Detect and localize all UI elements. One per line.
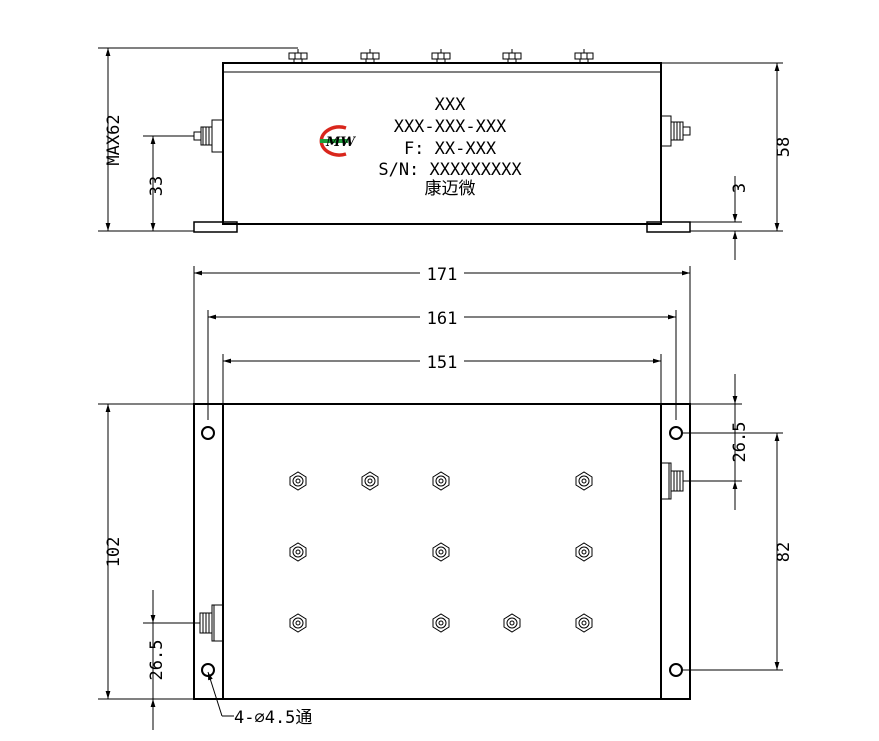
front-flange-left [193, 221, 238, 233]
front-connector-right [660, 115, 691, 147]
mount-hole [669, 663, 683, 677]
dim-overall-depth: 102 [98, 403, 194, 700]
front-connector-left [193, 119, 224, 153]
svg-text:82: 82 [774, 542, 794, 562]
dim-body-height: 58 [661, 62, 794, 232]
mount-hole [669, 426, 683, 440]
dim-hole-spacing: 161 [207, 306, 677, 420]
svg-text:58: 58 [774, 137, 794, 157]
dim-flange-thickness: 3 [690, 176, 750, 260]
mount-hole [201, 663, 215, 677]
mount-hole [201, 426, 215, 440]
top-screws [288, 49, 594, 64]
company-logo: MW [319, 125, 356, 157]
top-connector-right [660, 462, 684, 500]
label-line-3: F: XX-XXX [404, 139, 497, 159]
hole-note: 4-∅4.5通 [207, 671, 312, 728]
top-outline [193, 403, 691, 700]
top-view: 171 161 151 102 [98, 262, 794, 730]
label-line-1: XXX [435, 95, 466, 115]
svg-text:26.5: 26.5 [147, 640, 167, 681]
dim-overall-width: 171 [193, 262, 691, 404]
label-line-2: XXX-XXX-XXX [394, 117, 507, 137]
svg-text:161: 161 [427, 309, 458, 329]
tuning-screws [289, 471, 593, 633]
label-line-4: S/N: XXXXXXXXX [378, 160, 522, 180]
front-flange-right [646, 221, 691, 233]
hole-note-text: 4-∅4.5通 [234, 708, 312, 728]
dim-max-height: MAX62 [98, 47, 298, 232]
label-line-5: 康迈微 [425, 179, 476, 199]
top-connector-left [199, 604, 224, 642]
svg-text:MAX62: MAX62 [104, 114, 124, 165]
dim-right-connector-offset: 26.5 [683, 374, 750, 510]
dim-hole-y-spacing: 82 [682, 432, 794, 671]
svg-text:3: 3 [730, 183, 750, 193]
mounting-holes [201, 426, 683, 677]
svg-text:171: 171 [427, 265, 458, 285]
dim-body-width: 151 [222, 350, 662, 404]
svg-text:151: 151 [427, 353, 458, 373]
dim-left-connector-offset: 26.5 [143, 590, 200, 730]
front-view: MW XXX XXX-XXX-XXX F: XX-XXX S/N: XXXXXX… [98, 47, 794, 260]
svg-text:33: 33 [147, 176, 167, 196]
dim-connector-height: 33 [143, 135, 194, 231]
svg-text:102: 102 [104, 537, 124, 568]
svg-text:26.5: 26.5 [730, 422, 750, 463]
svg-text:MW: MW [325, 135, 356, 150]
